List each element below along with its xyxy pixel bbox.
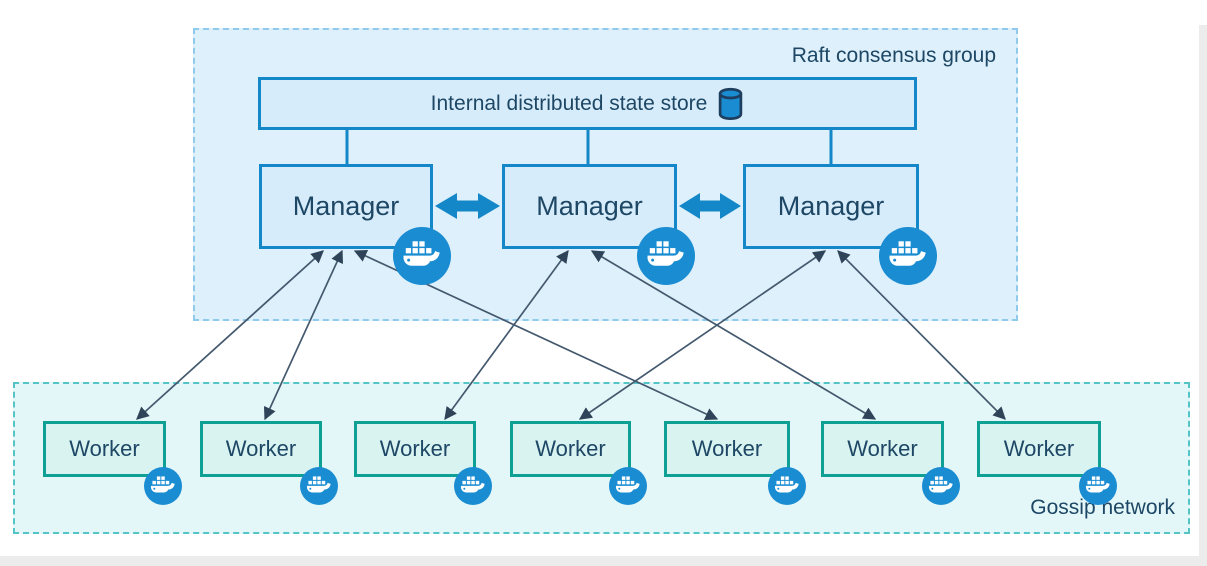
docker-whale-glyph bbox=[1086, 476, 1110, 493]
worker-2-label: Worker bbox=[225, 436, 297, 461]
worker-node-4: Worker bbox=[510, 421, 631, 477]
worker-4-label: Worker bbox=[535, 436, 606, 461]
manager-1-label: Manager bbox=[292, 191, 400, 221]
docker-whale-icon bbox=[922, 467, 960, 505]
page-edge-bottom bbox=[0, 556, 1207, 566]
link-manager1-worker2 bbox=[263, 249, 344, 421]
link-manager2-worker6 bbox=[590, 250, 877, 420]
docker-whale-icon bbox=[454, 467, 492, 505]
docker-whale-icon bbox=[609, 467, 647, 505]
worker-7-label: Worker bbox=[1003, 436, 1075, 461]
link-manager1-worker1 bbox=[136, 250, 324, 420]
docker-whale-icon bbox=[879, 227, 937, 285]
docker-whale-icon bbox=[637, 227, 695, 285]
link-manager3-worker7 bbox=[837, 250, 1006, 420]
docker-whale-icon bbox=[768, 467, 806, 505]
link-manager2-worker3 bbox=[444, 249, 569, 421]
worker-links bbox=[136, 249, 1006, 421]
raft-group-label: Raft consensus group bbox=[791, 44, 996, 67]
docker-whale-icon bbox=[300, 467, 338, 505]
double-arrow-manager1-manager2 bbox=[435, 193, 500, 219]
worker-6-label: Worker bbox=[847, 436, 918, 461]
docker-whale-glyph bbox=[461, 476, 485, 493]
gossip-network-label: Gossip network bbox=[1030, 496, 1175, 519]
double-arrow-manager2-manager3 bbox=[679, 193, 741, 219]
state-store-links bbox=[345, 128, 833, 166]
docker-whale-glyph bbox=[889, 241, 927, 267]
docker-whale-glyph bbox=[616, 476, 640, 493]
state-store-box: Internal distributed state store bbox=[258, 77, 917, 130]
worker-node-6: Worker bbox=[821, 421, 944, 477]
worker-5-label: Worker bbox=[691, 436, 763, 461]
worker-node-5: Worker bbox=[664, 421, 790, 477]
worker-node-3: Worker bbox=[354, 421, 476, 477]
docker-whale-icon bbox=[393, 227, 451, 285]
worker-1-label: Worker bbox=[69, 436, 140, 461]
page-edge-right bbox=[1199, 25, 1207, 566]
docker-whale-icon bbox=[144, 467, 182, 505]
docker-whale-glyph bbox=[307, 476, 331, 493]
state-store-label: Internal distributed state store bbox=[430, 91, 708, 115]
link-manager3-worker4 bbox=[578, 250, 827, 420]
docker-whale-glyph bbox=[775, 476, 799, 493]
worker-node-2: Worker bbox=[200, 421, 322, 477]
docker-whale-glyph bbox=[647, 241, 685, 267]
manager-2-label: Manager bbox=[536, 191, 643, 221]
docker-whale-glyph bbox=[151, 476, 175, 493]
docker-whale-glyph bbox=[403, 241, 441, 267]
docker-whale-glyph bbox=[929, 476, 953, 493]
worker-3-label: Worker bbox=[379, 436, 451, 461]
manager-3-label: Manager bbox=[777, 191, 885, 221]
worker-node-7: Worker bbox=[977, 421, 1101, 477]
database-cylinder-icon bbox=[719, 87, 743, 120]
manager-peer-arrows bbox=[435, 193, 741, 219]
docker-whale-icon bbox=[1079, 467, 1117, 505]
worker-node-1: Worker bbox=[43, 421, 166, 477]
